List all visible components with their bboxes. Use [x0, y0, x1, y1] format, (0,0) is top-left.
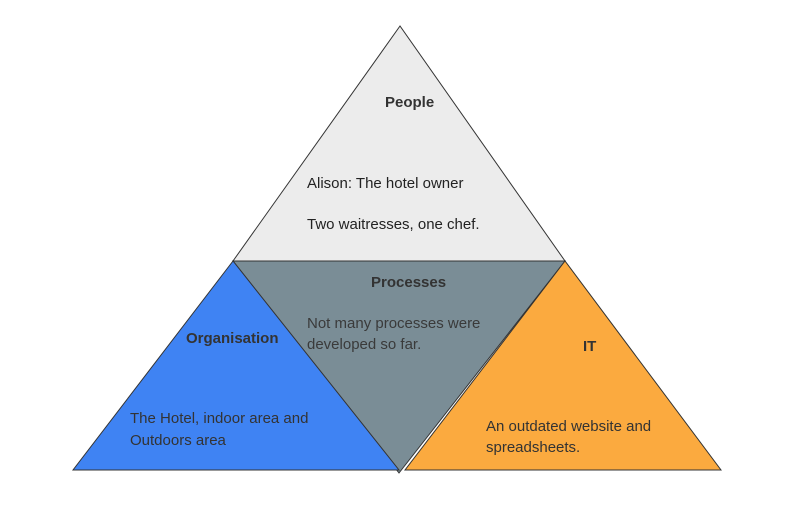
people-line-1: Alison: The hotel owner — [307, 175, 464, 192]
processes-title: Processes — [371, 274, 447, 291]
organisation-line-1: The Hotel, indoor area and — [130, 410, 309, 427]
it-triangle — [403, 260, 722, 471]
organisation-title: Organisation — [186, 330, 279, 347]
processes-line-1: Not many processes were — [307, 315, 481, 332]
organisation-line-2: Outdoors area — [130, 432, 226, 449]
processes-line-2: developed so far. — [307, 336, 422, 353]
it-line-1: An outdated website and — [486, 418, 652, 435]
it-line-2: spreadsheets. — [486, 439, 581, 456]
people-line-2: Two waitresses, one chef. — [307, 216, 480, 233]
it-title: IT — [583, 338, 597, 355]
people-title: People — [385, 94, 435, 111]
organisation-triangle — [71, 260, 401, 471]
